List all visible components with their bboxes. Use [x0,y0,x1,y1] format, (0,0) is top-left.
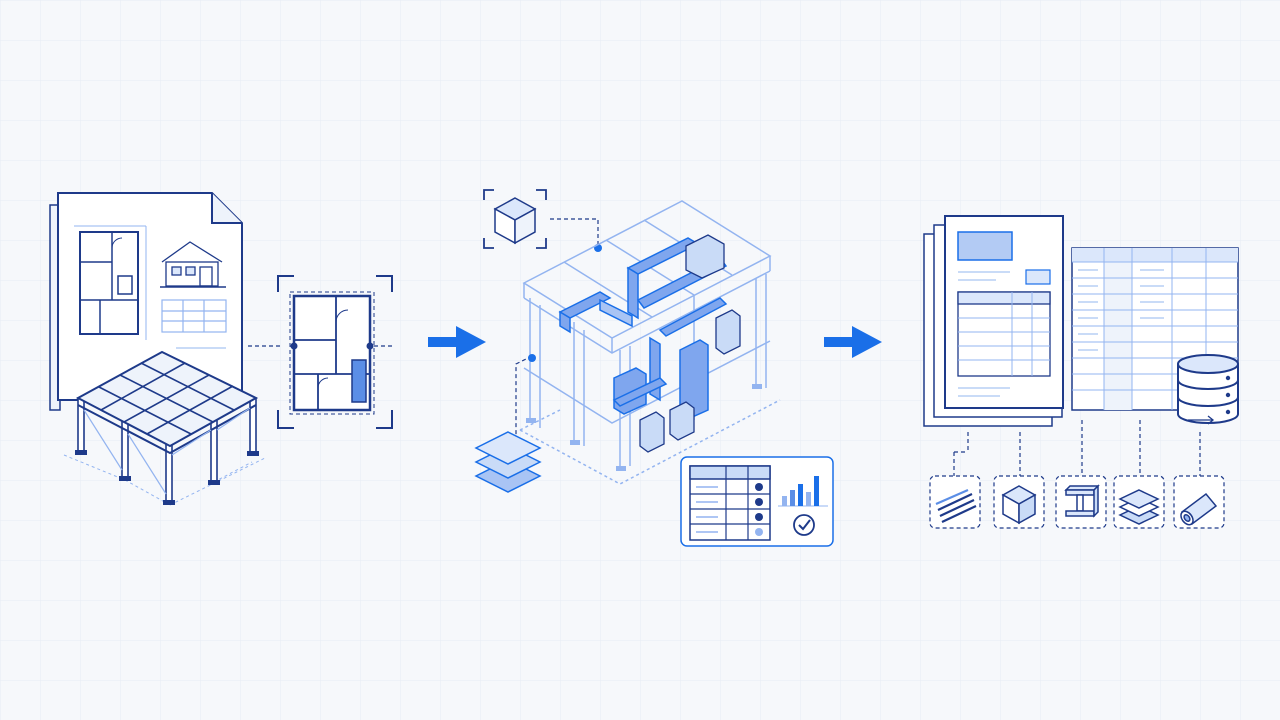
material-tile [1173,475,1225,529]
connector-line [550,218,599,248]
steel-beam-icon [1064,484,1100,518]
building-model-icon [519,200,781,485]
database-icon [1177,354,1239,425]
arrow-right-icon [824,326,882,358]
structural-frame-icon [63,350,266,506]
material-tile [929,475,981,529]
concrete-block-icon [1001,485,1037,525]
floor-plan-icon [74,225,147,340]
bar-chart-icon [778,476,828,507]
arrow-right-icon [428,326,486,358]
documents-icon [923,215,1064,427]
elevation-icon [160,241,226,288]
connector-node [528,354,536,362]
schedule-table [161,299,227,333]
material-tile [993,475,1045,529]
material-row [929,475,1225,529]
material-tile [1055,475,1107,529]
stage-quantity-outputs [923,215,1239,529]
cube-icon [483,189,547,249]
rebar-icon [935,488,977,523]
check-icon [793,514,815,536]
connector-line [515,355,533,440]
data-table-icon [689,465,771,541]
pipe-icon [1180,492,1218,526]
slab-icon [1118,489,1160,525]
layers-icon [474,431,542,493]
plan-scan-icon [277,275,393,429]
stage-source-drawings [49,192,393,506]
stage-bim-model [474,189,834,547]
data-panel [680,456,834,547]
connector-lines [953,420,1201,476]
material-tile [1113,475,1165,529]
